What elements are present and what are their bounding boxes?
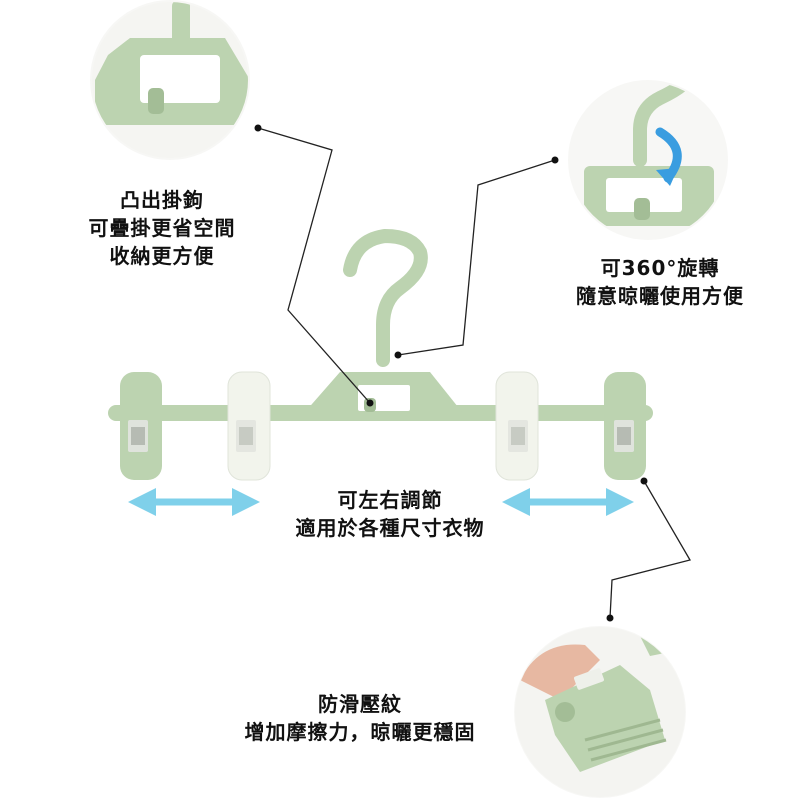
- connector-grip: [609, 480, 691, 619]
- connector-dot: [640, 477, 648, 485]
- detail-circle-hook: [90, 0, 250, 160]
- caption-line: 收納更方便: [109, 244, 215, 268]
- connector-dot: [551, 156, 559, 164]
- caption-line: 增加摩擦力，晾曬更穩固: [244, 720, 476, 744]
- clip-right-outer: [604, 372, 646, 480]
- caption-adjust: 可左右調節 適用於各種尺寸衣物: [240, 486, 540, 542]
- caption-line: 可360°旋轉: [600, 256, 720, 280]
- caption-grip: 防滑壓紋 增加摩擦力，晾曬更穩固: [200, 690, 520, 746]
- clip-right-inner: [495, 371, 539, 481]
- detail-circle-swivel: [568, 80, 728, 240]
- connector-hook: [257, 127, 371, 404]
- connector-dot: [366, 399, 374, 407]
- clip-left-outer: [120, 372, 162, 480]
- connector-dot: [254, 124, 262, 132]
- caption-line: 適用於各種尺寸衣物: [295, 516, 485, 540]
- caption-line: 防滑壓紋: [318, 692, 402, 716]
- caption-line: 可左右調節: [337, 488, 443, 512]
- caption-line: 可疊掛更省空間: [88, 216, 236, 240]
- caption-line: 隨意晾曬使用方便: [576, 284, 744, 308]
- connector-dot: [606, 614, 614, 622]
- hanger-hook: [343, 228, 428, 367]
- hanger: [108, 228, 653, 481]
- caption-hook: 凸出掛鉤 可疊掛更省空間 收納更方便: [62, 186, 262, 270]
- caption-rotate: 可360°旋轉 隨意晾曬使用方便: [540, 254, 780, 310]
- caption-line: 凸出掛鉤: [120, 188, 204, 212]
- clip-left-inner: [227, 371, 271, 481]
- connector-dot: [394, 351, 402, 359]
- detail-circle-grip: [514, 626, 686, 798]
- connector-swivel: [397, 159, 556, 356]
